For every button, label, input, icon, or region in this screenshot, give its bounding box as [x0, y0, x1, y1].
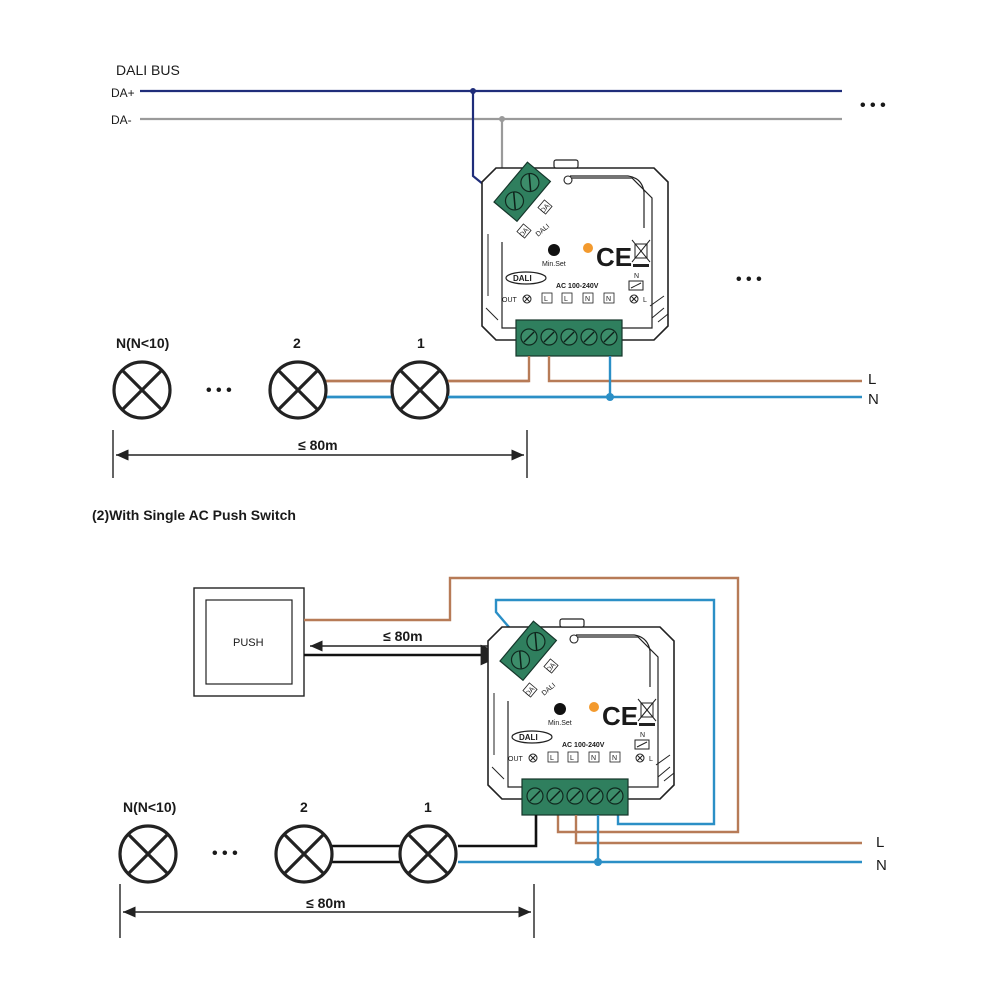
svg-text:L: L — [564, 296, 568, 303]
lamp-1 — [390, 360, 450, 420]
da-terminal-block — [493, 161, 552, 223]
terminal-labels: L L N N — [547, 751, 621, 763]
l-mark: L — [643, 297, 647, 304]
line-l-label: L — [868, 371, 876, 388]
da-label-left: DA — [519, 227, 531, 239]
section-2-title: (2)With Single AC Push Switch — [92, 507, 296, 523]
min-set-button[interactable] — [548, 244, 560, 256]
push-label: PUSH — [233, 637, 264, 649]
min-set-label: Min.Set — [548, 720, 572, 727]
da-loop-wire — [494, 598, 716, 826]
lamp-2-b — [274, 824, 334, 884]
out-label: OUT — [502, 297, 518, 304]
svg-text:N: N — [585, 296, 590, 303]
line-n-label: N — [868, 391, 879, 408]
lamp-1-b — [398, 824, 458, 884]
power-terminal-block — [515, 319, 623, 357]
lamp-n-2 — [118, 824, 178, 884]
switch-distance-label: ≤ 80m — [383, 628, 423, 644]
lamp-2-label: 2 — [293, 335, 301, 351]
neutral-junction-2 — [594, 858, 602, 866]
svg-text:N: N — [606, 296, 611, 303]
dali-logo-oval — [511, 730, 553, 744]
da-terminal-block — [499, 620, 558, 682]
svg-text:L: L — [570, 755, 574, 762]
lamp-symbol-icon-right — [635, 753, 645, 763]
distance-label-1: ≤ 80m — [298, 437, 338, 453]
lamp-1-label: 1 — [417, 335, 425, 351]
da-label-right: DA — [546, 662, 558, 674]
lamp-n — [112, 360, 172, 420]
lamp-n-label: N(N<10) — [116, 335, 169, 351]
min-set-button[interactable] — [554, 703, 566, 715]
da-label-right: DA — [540, 203, 552, 215]
svg-text:L: L — [544, 296, 548, 303]
lamp-continuation-dots: • • • — [206, 382, 232, 399]
voltage-rating: AC 100-240V — [556, 283, 599, 290]
bus-continuation-dots: • • • — [860, 97, 886, 114]
lamp-2 — [268, 360, 328, 420]
lamp-symbol-icon — [528, 753, 538, 763]
ce-mark: CE — [602, 701, 638, 731]
n-mark: N — [634, 273, 639, 280]
live-supply-wire — [547, 356, 862, 383]
da-plus-label: DA+ — [111, 86, 135, 100]
distance-label-2: ≤ 80m — [306, 895, 346, 911]
min-set-label: Min.Set — [542, 261, 566, 268]
dali-logo-oval — [505, 271, 547, 285]
lamp-n-label-2: N(N<10) — [123, 799, 176, 815]
line-n-label-2: N — [876, 857, 887, 874]
da-minus-label: DA- — [111, 113, 132, 127]
dali-logo: DALI — [513, 274, 532, 283]
lamp-2-label-2: 2 — [300, 799, 308, 815]
voltage-rating: AC 100-240V — [562, 742, 605, 749]
lamp-continuation-dots-2: • • • — [212, 845, 238, 862]
dali-controller-module-2: DA DA DALI Min.Set CE DALI AC 100-240V N… — [487, 618, 675, 816]
side-continuation-dots: • • • — [736, 271, 762, 288]
svg-text:N: N — [612, 755, 617, 762]
n-mark: N — [640, 732, 645, 739]
lamp-symbol-icon — [522, 294, 532, 304]
dali-controller-module-1: DA DA DALI Min.Set CE DALI AC 100-240V N… — [481, 159, 669, 357]
lamp-symbol-icon-right — [629, 294, 639, 304]
svg-text:L: L — [550, 755, 554, 762]
dali-bus-title: DALI BUS — [116, 62, 180, 78]
da-plus-junction — [470, 88, 476, 94]
weee-bin-icon — [637, 698, 657, 726]
dimming-symbol-icon — [628, 280, 644, 291]
svg-text:N: N — [591, 755, 596, 762]
power-terminal-block — [521, 778, 629, 816]
terminal-labels: L L N N — [541, 292, 615, 304]
out-label: OUT — [508, 756, 524, 763]
switch-live-wire — [304, 576, 740, 834]
push-switch[interactable]: PUSH — [193, 587, 305, 697]
da-minus-junction — [499, 116, 505, 122]
l-mark: L — [649, 756, 653, 763]
dali-logo: DALI — [519, 733, 538, 742]
da-label-left: DA — [525, 686, 537, 698]
status-led — [583, 243, 593, 253]
lamp-1-label-2: 1 — [424, 799, 432, 815]
ce-mark: CE — [596, 242, 632, 272]
out-to-lamps-wire-2 — [458, 815, 538, 848]
dimming-symbol-icon — [634, 739, 650, 750]
weee-bin-icon — [631, 239, 651, 267]
status-led — [589, 702, 599, 712]
live-supply-wire-2 — [574, 815, 862, 845]
line-l-label-2: L — [876, 834, 884, 851]
